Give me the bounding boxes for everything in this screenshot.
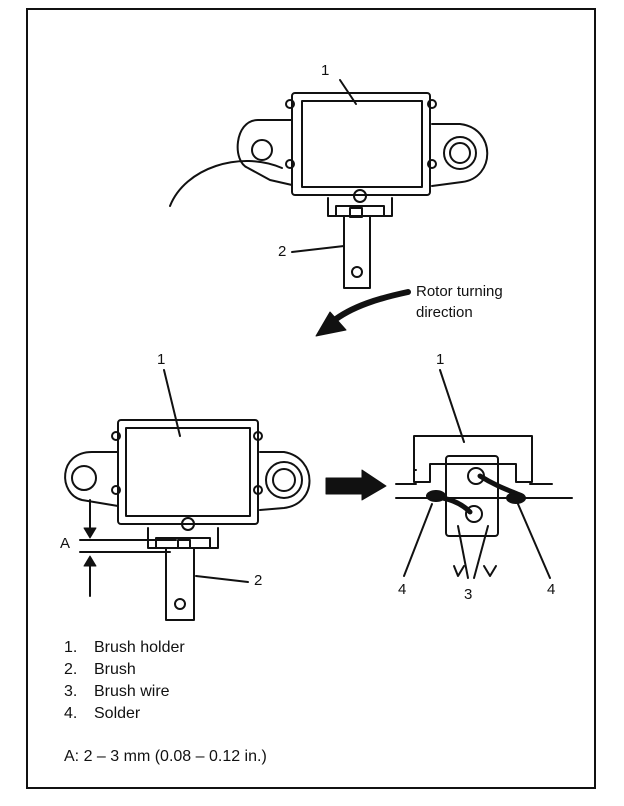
rotation-label-line1: Rotor turning [416, 283, 503, 300]
dimension-a-label: A [60, 535, 71, 552]
top-holder-face [301, 100, 423, 188]
rotation-arrow [315, 289, 411, 337]
callout-top-2: 2 [278, 243, 287, 260]
right-hole-outer [443, 136, 477, 170]
callout-right-1: 1 [436, 351, 445, 368]
gap-specification: A: 2 – 3 mm (0.08 – 0.12 in.) [64, 748, 267, 766]
legend-item: 3.Brush wire [64, 683, 170, 700]
spec-label: A: [64, 748, 80, 765]
left-hole [251, 139, 273, 161]
legend-item: 4.Solder [64, 705, 141, 722]
callout-right-3: 3 [464, 586, 473, 603]
callout-left-2: 2 [254, 572, 263, 589]
parts-legend: 1.Brush holder 2.Brush 3.Brush wire 4.So… [64, 637, 185, 725]
next-step-arrow [325, 469, 387, 501]
rotor-arc [169, 160, 283, 207]
callout-right-4b: 4 [547, 581, 556, 598]
callout-left-1: 1 [157, 351, 166, 368]
left-holder-body [117, 419, 259, 525]
legend-item: 2.Brush [64, 661, 136, 678]
left-brush-holder-assembly [64, 369, 311, 621]
callout-top-1: 1 [321, 62, 330, 79]
left-hole [71, 465, 97, 491]
spec-value: 2 – 3 mm (0.08 – 0.12 in.) [83, 748, 267, 765]
right-hole-inner [449, 142, 471, 164]
diagram-frame [26, 8, 596, 789]
top-brush-holder-assembly [169, 79, 489, 289]
callout-right-4a: 4 [398, 581, 407, 598]
rotation-label-line2: direction [416, 304, 473, 321]
right-brush-holder-detail [395, 369, 573, 579]
legend-item: 1.Brush holder [64, 639, 185, 656]
top-holder-body [291, 92, 431, 196]
